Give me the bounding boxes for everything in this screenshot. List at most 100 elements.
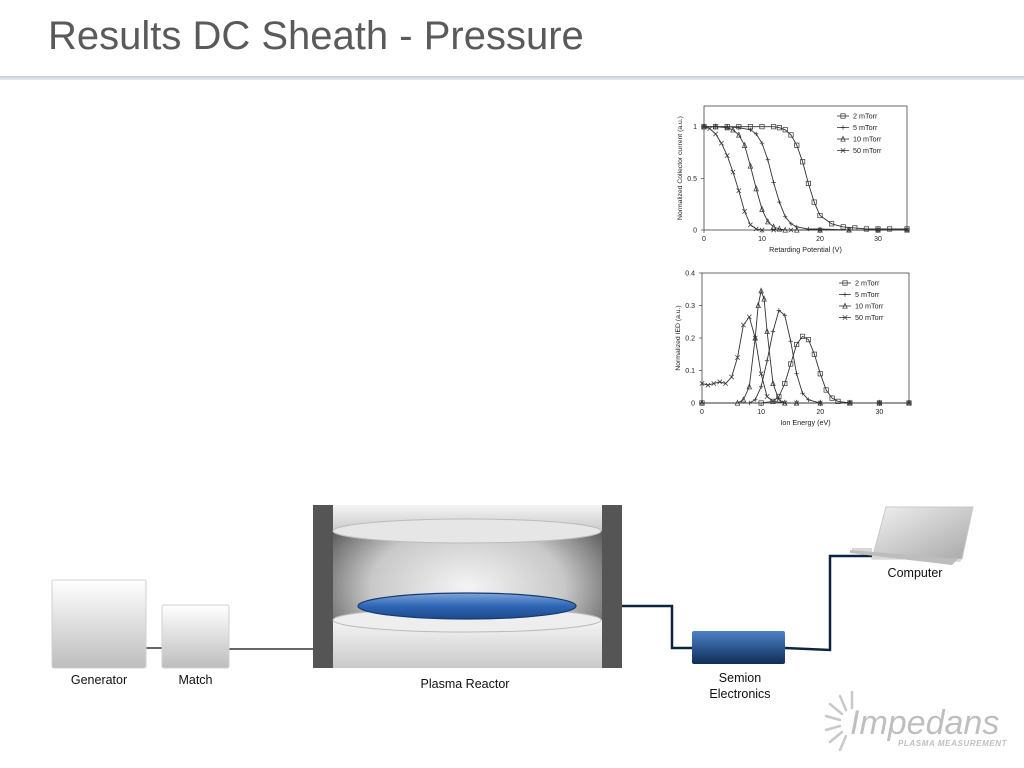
slide-title: Results DC Sheath - Pressure [48, 14, 584, 58]
y-tick-label: 1 [693, 124, 697, 131]
data-point [847, 400, 853, 406]
y-tick-label: 0.4 [685, 271, 695, 278]
cable-reactor-semion [576, 604, 692, 650]
reactor-label: Plasma Reactor [420, 677, 510, 691]
data-point [788, 132, 794, 138]
laptop-icon [850, 506, 974, 565]
data-point [794, 371, 799, 376]
data-point [747, 162, 754, 169]
data-point [863, 226, 869, 232]
data-point [799, 333, 806, 339]
data-point [707, 126, 713, 132]
data-point [699, 399, 705, 406]
data-point [759, 205, 765, 212]
data-point [742, 208, 748, 214]
x-tick-label: 30 [876, 409, 884, 416]
data-point [759, 227, 765, 233]
legend-marker [842, 315, 848, 320]
data-point [747, 222, 753, 228]
legend-label: 10 mTorr [855, 302, 884, 311]
cable-semion-computer [784, 554, 872, 652]
data-point [788, 221, 794, 226]
data-point [788, 339, 793, 344]
data-point [758, 384, 764, 389]
data-point [753, 397, 758, 402]
y-tick-label: 0.3 [685, 303, 695, 310]
data-point [758, 287, 764, 294]
data-point [713, 131, 719, 137]
legend-marker [840, 135, 846, 142]
data-point [782, 380, 788, 387]
data-point [770, 223, 777, 230]
series-line [704, 126, 907, 230]
data-point [904, 227, 910, 233]
logo-burst-icon [824, 690, 854, 752]
data-point [817, 212, 823, 219]
data-point [770, 329, 776, 334]
data-point [794, 400, 800, 406]
data-point [794, 341, 800, 348]
data-point [906, 400, 912, 406]
legend-label: 50 mTorr [855, 313, 884, 322]
data-point [730, 126, 736, 133]
data-point [800, 159, 806, 165]
data-point [764, 327, 770, 335]
data-point [741, 141, 748, 148]
data-point [806, 397, 811, 402]
match-label: Match [178, 673, 213, 687]
data-point [782, 313, 787, 318]
x-tick-label: 20 [816, 409, 824, 416]
data-point [765, 218, 771, 225]
data-point [817, 227, 823, 233]
data-point [788, 227, 794, 233]
data-point [747, 400, 752, 406]
data-point [829, 221, 835, 227]
semion-label-line2: Electronics [709, 687, 771, 701]
data-point [777, 199, 782, 205]
data-point [776, 125, 782, 131]
data-point [723, 381, 729, 386]
legend-label: 5 mTorr [853, 123, 878, 132]
data-point [758, 371, 764, 377]
data-point [712, 123, 719, 130]
semion-sensor-disc [357, 592, 577, 620]
semion-label: Semion Electronics [690, 670, 790, 702]
data-point [754, 131, 759, 137]
data-point [740, 322, 746, 328]
data-point [771, 124, 777, 130]
series-50-mtorr [701, 124, 910, 233]
plasma-reactor [313, 505, 622, 668]
match-box [161, 604, 230, 669]
impedans-logo: Impedans PLASMA MEASUREMENT [820, 688, 1020, 758]
data-point [805, 337, 812, 343]
data-point [764, 358, 770, 363]
x-tick-label: 0 [700, 409, 704, 416]
data-point [846, 227, 852, 233]
y-axis-label: Normalized IED (a.u.) [675, 305, 682, 370]
y-axis-label: Normalized Collector current (a.u.) [677, 116, 684, 220]
title-divider [0, 76, 1024, 80]
x-tick-label: 30 [874, 236, 882, 243]
data-point [788, 361, 794, 367]
data-point [817, 371, 823, 377]
data-point [699, 381, 705, 386]
data-point [735, 355, 740, 360]
x-axis-label: Retarding Potential (V) [769, 245, 842, 254]
legend-marker [840, 148, 846, 153]
data-point [771, 180, 776, 185]
data-point [840, 224, 846, 230]
data-point [701, 123, 707, 130]
x-tick-label: 20 [816, 236, 824, 243]
series-50-mtorr [699, 314, 912, 406]
data-point [718, 140, 724, 146]
data-point [740, 396, 747, 403]
data-point [776, 225, 783, 232]
data-point [736, 131, 742, 138]
generator-label: Generator [70, 673, 128, 687]
data-point [761, 295, 767, 302]
y-tick-label: 0 [693, 228, 697, 235]
